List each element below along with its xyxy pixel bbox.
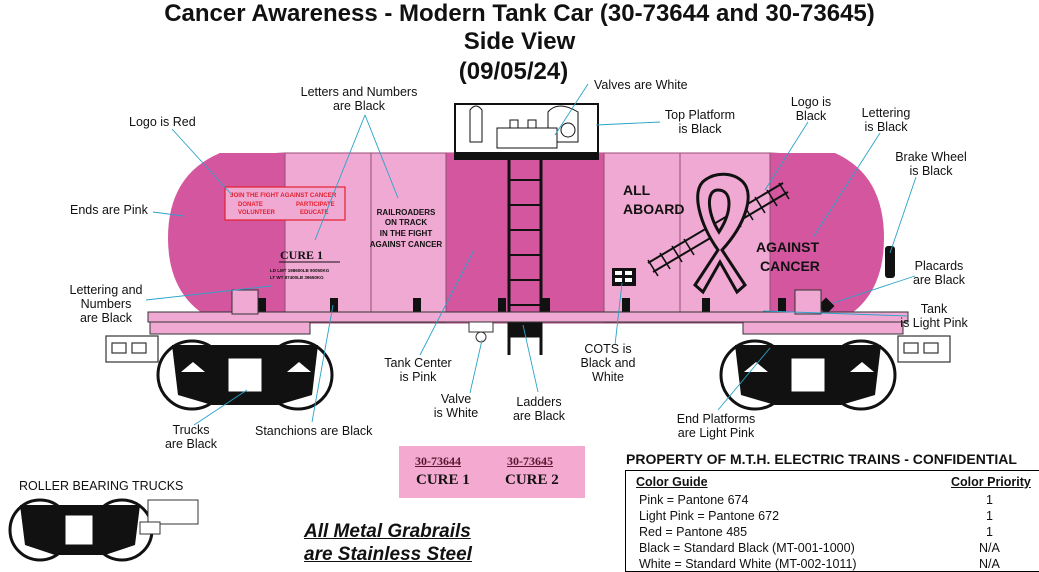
rr-line-1: RAILROADERS	[377, 208, 436, 217]
callout-cots-2: Black and	[580, 356, 636, 370]
diagram-title: Cancer Awareness - Modern Tank Car (30-7…	[164, 0, 875, 27]
callout-ladders-2: are Black	[512, 409, 566, 423]
logo-aboard: ABOARD	[623, 201, 684, 217]
grabrails-line-2: are Stainless Steel	[304, 544, 472, 565]
color-row: Pink = Pantone 674	[639, 493, 749, 507]
color-row: Light Pink = Pantone 672	[639, 509, 780, 523]
callout-placards-2: are Black	[912, 273, 966, 287]
callout-trucks-2: are Black	[164, 437, 218, 451]
car-number: CURE 1	[280, 248, 323, 262]
callout-end-platforms-2: are Light Pink	[677, 426, 755, 440]
bottom-valve	[468, 321, 494, 343]
grabrails-note: All Metal Grabrails are Stainless Steel	[304, 520, 472, 566]
leader-lines	[145, 83, 917, 426]
truck-left	[156, 339, 334, 411]
color-guide-header: Color Guide	[636, 475, 708, 489]
red-box-volunteer: VOLUNTEER	[238, 210, 276, 216]
roller-bearing-label: ROLLER BEARING TRUCKS	[19, 479, 184, 493]
brake-wheel	[885, 246, 895, 278]
color-priority: N/A	[979, 541, 1000, 555]
callout-tank-center-2: is Pink	[399, 370, 437, 384]
tank-center-band	[446, 153, 604, 323]
car-number-box: 30-73644 30-73645 CURE 1 CURE 2	[399, 446, 585, 498]
color-priority: 1	[986, 493, 993, 507]
logo-all: ALL	[623, 182, 651, 198]
callout-top-platform-2: is Black	[678, 122, 722, 136]
callout-logo-black-2: Black	[795, 109, 827, 123]
callout-brake-wheel-1: Brake Wheel	[895, 150, 967, 164]
rr-line-3: IN THE FIGHT	[380, 229, 433, 238]
diagram-subtitle: Side View	[463, 28, 576, 55]
callout-trucks-1: Trucks	[172, 423, 210, 437]
callout-lettering-black-2: is Black	[864, 120, 908, 134]
tank-body	[168, 152, 884, 324]
callout-cots-1: COTS is	[584, 342, 632, 356]
color-row: Red = Pantone 485	[639, 525, 748, 539]
color-priority: 1	[986, 525, 993, 539]
color-row: Black = Standard Black (MT-001-1000)	[639, 541, 855, 555]
callout-stanchions: Stanchions are Black	[255, 424, 373, 438]
car-number-1: 30-73644	[415, 454, 461, 468]
callout-end-platforms-1: End Platforms	[676, 412, 756, 426]
color-guide-table: Color Guide Color Priority Pink = Panton…	[625, 470, 1039, 572]
callout-tank-center-1: Tank Center	[384, 356, 452, 370]
callout-tank-1: Tank	[920, 302, 948, 316]
callout-brake-wheel-2: is Black	[909, 164, 953, 178]
callout-letters-numbers-1: Letters and Numbers	[300, 85, 418, 99]
callout-lettering-black-1: Lettering	[861, 106, 911, 120]
red-box-title: JOIN THE FIGHT AGAINST CANCER	[230, 192, 337, 199]
callout-lettering-numbers-3: are Black	[79, 311, 133, 325]
logo-against: AGAINST	[756, 239, 819, 255]
truck-right	[719, 339, 897, 411]
callout-valve-2: is White	[433, 406, 479, 420]
callout-lettering-numbers-1: Lettering and	[69, 283, 143, 297]
top-platform	[454, 103, 599, 160]
color-priority: N/A	[979, 557, 1000, 571]
callout-ladders-1: Ladders	[516, 395, 562, 409]
light-weight: LT WT 87400LB 39650KG	[270, 275, 324, 280]
car-number-2: 30-73645	[507, 454, 553, 468]
color-priority: 1	[986, 509, 993, 523]
callout-lettering-numbers-2: Numbers	[80, 297, 132, 311]
property-notice: PROPERTY OF M.T.H. ELECTRIC TRAINS - CON…	[626, 451, 1017, 467]
car-lettering-left: RAILROADERS ON TRACK IN THE FIGHT AGAINS…	[270, 208, 442, 280]
logo-cancer: CANCER	[760, 258, 820, 274]
red-box-participate: PARTICIPATE	[296, 202, 335, 208]
callout-valves: Valves are White	[594, 78, 688, 92]
all-aboard-logo: ALL ABOARD AGAINST CANCER	[623, 172, 820, 295]
car-name-2: CURE 2	[505, 472, 559, 488]
color-priority-header: Color Priority	[951, 475, 1031, 489]
couplers	[105, 335, 951, 363]
callout-logo-red: Logo is Red	[129, 115, 196, 129]
color-row: White = Standard White (MT-002-1011)	[639, 557, 857, 571]
placard	[817, 297, 835, 315]
callout-valve-1: Valve	[440, 392, 472, 406]
callout-cots-3: White	[592, 370, 624, 384]
callout-letters-numbers-2: are Black	[332, 99, 386, 113]
car-name-1: CURE 1	[416, 472, 470, 488]
roller-bearing-truck	[8, 498, 199, 562]
stanchions	[258, 298, 786, 312]
rr-line-4: AGAINST CANCER	[370, 240, 443, 249]
callout-logo-black-1: Logo is	[790, 95, 832, 109]
callout-placards-1: Placards	[914, 259, 964, 273]
callout-tank-2: is Light Pink	[900, 316, 968, 330]
grabrails-line-1: All Metal Grabrails	[304, 521, 471, 542]
end-platforms	[147, 289, 909, 335]
cots-panel	[612, 268, 636, 286]
callout-top-platform-1: Top Platform	[664, 108, 736, 122]
callout-ends-pink: Ends are Pink	[70, 203, 148, 217]
red-box-donate: DONATE	[238, 202, 263, 208]
red-box-educate: EDUCATE	[300, 210, 329, 216]
diagram-date: (09/05/24)	[458, 58, 569, 85]
awareness-ribbon	[693, 172, 750, 295]
red-logo-box: JOIN THE FIGHT AGAINST CANCER DONATE PAR…	[224, 186, 346, 221]
rr-line-2: ON TRACK	[385, 218, 427, 227]
load-limit: LD LMT 198600LB 90050KG	[270, 268, 330, 273]
